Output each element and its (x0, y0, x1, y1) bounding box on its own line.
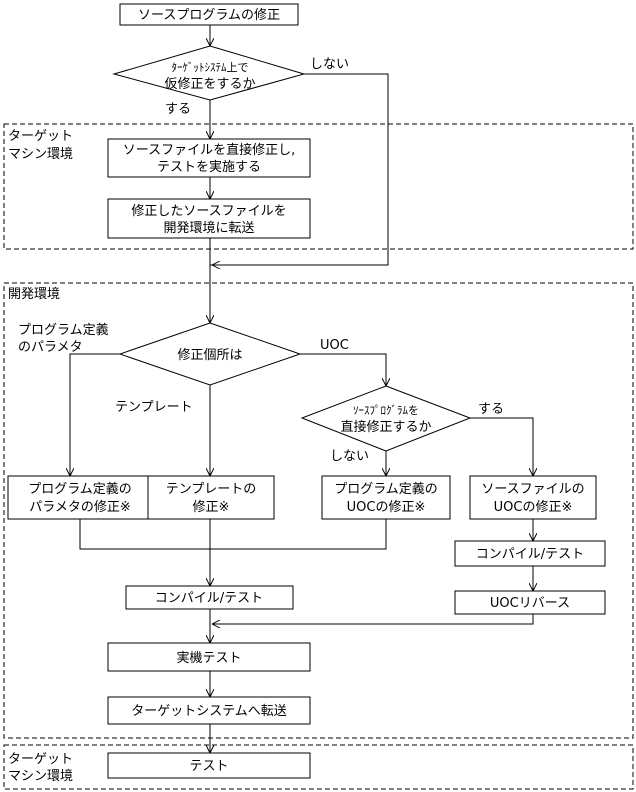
node-transfer-dev-label-2: 開発環境に転送 (163, 221, 254, 236)
arrow-d2-uoc (300, 353, 386, 386)
label-d1-yes: する (165, 102, 191, 117)
node-test: テスト (107, 752, 311, 779)
node-uoc-def-fix-label-2: UOCの修正※ (347, 500, 426, 515)
region-target-bottom-label-2: マシン環境 (8, 769, 73, 784)
region-target-top-label-2: マシン環境 (8, 147, 73, 162)
node-edit-direct-label-2: テストを実施する (157, 159, 261, 175)
node-compile-right: コンパイル/テスト (454, 540, 606, 567)
label-d3-no: しない (330, 449, 369, 464)
node-uoc-reverse: UOCリバース (454, 590, 606, 615)
region-dev (3, 282, 634, 739)
label-d1-no: しない (310, 57, 349, 72)
node-uoc-src-fix: ソースファイルの UOCの修正※ (469, 475, 597, 520)
region-dev-label: 開発環境 (8, 287, 60, 302)
node-param-fix-label-2: パラメタの修正※ (29, 500, 131, 515)
node-uoc-def-fix: プログラム定義の UOCの修正※ (321, 475, 451, 520)
node-uoc-src-fix-label-2: UOCの修正※ (494, 500, 573, 515)
node-start-label: ソースプログラムの修正 (138, 8, 280, 23)
decision-d2-label: 修正個所は (177, 348, 242, 363)
node-template-fix-label-1: テンプレートの (166, 482, 257, 497)
arrow-d3-yes (470, 417, 533, 476)
node-uoc-src-fix-label-1: ソースファイルの (481, 482, 584, 497)
node-transfer-dev: 修正したソースファイルを 開発環境に転送 (107, 198, 311, 239)
node-transfer-target: ターゲットシステムへ転送 (107, 696, 311, 725)
decision-d3: ｿｰｽﾌﾟﾛｸﾞﾗﾑを 直接修正するか (300, 385, 472, 452)
node-transfer-target-label: ターゲットシステムへ転送 (131, 704, 287, 719)
node-param-fix-label-1: プログラム定義の (28, 481, 132, 497)
decision-d3-label-2: 直接修正するか (340, 419, 431, 435)
node-uoc-def-fix-label-1: プログラム定義の (334, 481, 438, 497)
region-target-top-label-1: ターゲット (8, 129, 73, 144)
region-target-bottom (3, 744, 634, 790)
decision-d3-label-1: ｿｰｽﾌﾟﾛｸﾞﾗﾑを (353, 404, 419, 417)
arrow-reverse-join (212, 614, 534, 624)
node-edit-direct-label-1: ソースファイルを直接修正し, (123, 142, 295, 158)
label-d2-param-2: のパラメタ (18, 340, 83, 355)
node-template-fix: テンプレートの 修正※ (147, 475, 275, 520)
label-d3-yes: する (478, 402, 504, 417)
node-machine-test: 実機テスト (107, 642, 311, 672)
node-uoc-reverse-label: UOCリバース (490, 596, 570, 611)
node-compile-left: コンパイル/テスト (125, 585, 294, 610)
merge-line (79, 519, 387, 550)
node-param-fix: プログラム定義の パラメタの修正※ (7, 475, 153, 520)
node-compile-right-label: コンパイル/テスト (476, 547, 584, 562)
node-start: ソースプログラムの修正 (119, 3, 299, 26)
label-d2-template: テンプレート (115, 400, 193, 415)
node-edit-direct: ソースファイルを直接修正し, テストを実施する (107, 138, 311, 178)
region-target-top (3, 123, 634, 250)
node-compile-left-label: コンパイル/テスト (155, 591, 263, 606)
node-machine-test-label: 実機テスト (176, 650, 241, 666)
node-transfer-dev-label-1: 修正したソースファイルを (131, 204, 286, 219)
region-target-bottom-label-1: ターゲット (8, 752, 73, 767)
label-d2-param-1: プログラム定義 (18, 322, 109, 338)
decision-d1-label-1: ﾀｰｹﾞｯﾄｼｽﾃﾑ上で (172, 61, 249, 74)
decision-d1: ﾀｰｹﾞｯﾄｼｽﾃﾑ上で 仮修正をするか (112, 45, 306, 101)
node-test-label: テスト (189, 759, 228, 774)
node-template-fix-label-2: 修正※ (193, 500, 230, 515)
decision-d1-label-2: 仮修正をするか (164, 77, 255, 92)
decision-d2: 修正個所は (118, 322, 302, 386)
arrow-d2-param (70, 353, 120, 476)
label-d2-uoc: UOC (320, 338, 349, 353)
